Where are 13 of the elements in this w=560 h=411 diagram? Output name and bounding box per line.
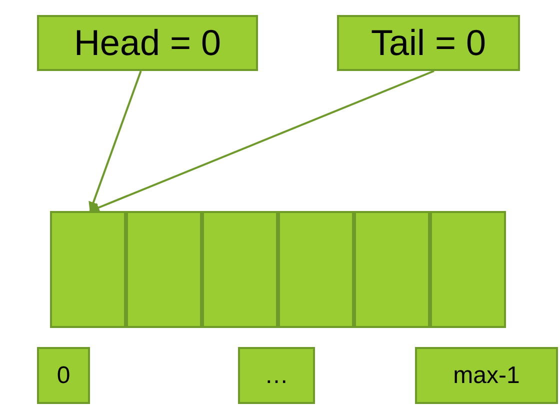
array-cell (126, 211, 202, 328)
array-cell (354, 211, 430, 328)
pointer-box: Tail = 0 (337, 15, 520, 71)
index-label: … (238, 347, 315, 404)
array-cell (430, 211, 506, 328)
array-cell (202, 211, 278, 328)
arrow (89, 70, 434, 212)
index-label: max-1 (415, 347, 558, 404)
arrow (88, 70, 142, 212)
array-cell (50, 211, 126, 328)
array-cell (278, 211, 354, 328)
pointer-box: Head = 0 (37, 15, 258, 71)
index-label: 0 (37, 347, 90, 404)
